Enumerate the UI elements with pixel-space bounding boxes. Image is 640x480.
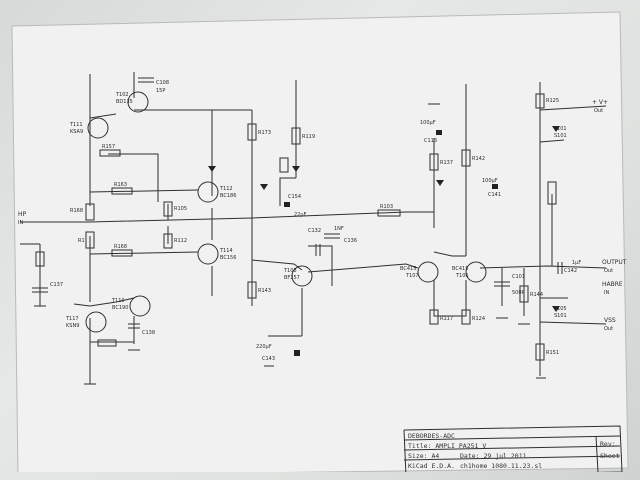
tb-company: DEBORDES-ADC <box>408 432 455 440</box>
label-resistor: R137 <box>440 160 453 166</box>
label-capacitor: C101 <box>512 274 525 280</box>
label-t108-part: BF257 <box>284 275 300 281</box>
label-t112-part: BC186 <box>220 193 236 199</box>
tb-title: Title: AMPLI PA251 V <box>408 442 486 450</box>
label-t114: T114 <box>219 248 233 254</box>
label-t101-part: S101 <box>554 133 567 139</box>
tb-size: Size: A4 <box>408 452 439 460</box>
label-t110: T110 <box>111 298 125 304</box>
component-labels: T111 KSA9 T102 BD135 T112 BC186 T114 BC1… <box>50 80 581 362</box>
port-habre: HABRE <box>602 281 623 288</box>
label-resistor: R157 <box>102 144 115 150</box>
port-vss: VSS <box>604 317 616 324</box>
label-value: 1µF <box>572 260 581 266</box>
port-output-dir: Out <box>604 268 613 274</box>
port-habre-dir: IN <box>604 290 609 296</box>
label-capacitor: C141 <box>488 192 501 198</box>
label-resistor: R117 <box>440 316 453 322</box>
port-output: OUTPUT <box>602 259 627 266</box>
label-t102-part: BD135 <box>116 99 133 105</box>
port-vplus: + V+ <box>592 99 608 106</box>
label-capacitor: C142 <box>564 268 577 274</box>
label-resistor: R112 <box>174 238 187 244</box>
paper <box>11 11 629 472</box>
label-value: 500P <box>512 290 525 296</box>
label-resistor: R124 <box>472 316 485 322</box>
label-value: 1NF <box>334 226 344 232</box>
label-t117-part: KSN9 <box>66 323 79 329</box>
port-hp: HP <box>18 211 27 218</box>
label-resistor: R173 <box>258 130 271 136</box>
label-t106-part: BC415 <box>452 266 468 272</box>
port-labels: HP IN + V+ Out OUTPUT Out HABRE IN VSS O… <box>18 99 627 332</box>
label-value: 100µF <box>482 178 498 184</box>
label-capacitor: C136 <box>344 238 357 244</box>
label-t112: T112 <box>219 186 233 192</box>
tb-sheet: Sheet: <box>600 452 623 460</box>
label-t101: T101 <box>553 126 567 132</box>
label-capacitor: C108 <box>156 80 169 86</box>
ground-symbols <box>34 103 546 385</box>
transistor-symbols <box>85 91 487 333</box>
title-block: DEBORDES-ADC Title: AMPLI PA251 V Size: … <box>403 425 623 472</box>
label-value: 15P <box>156 88 165 94</box>
label-t114-part: BC156 <box>220 255 236 261</box>
label-resistor: R1 <box>78 238 85 244</box>
label-value: 22µF <box>294 212 307 218</box>
circuit <box>20 72 607 384</box>
label-capacitor: C138 <box>142 330 155 336</box>
tb-date: Date: 29 jul 2011 <box>460 452 527 460</box>
passive-parts <box>32 77 563 361</box>
tb-kicad: KiCad E.D.A. <box>408 462 455 470</box>
label-t111-part: KSA9 <box>70 129 83 135</box>
label-capacitor: C137 <box>50 282 63 288</box>
label-t106: T106 <box>455 273 469 279</box>
label-t107: T107 <box>405 273 419 279</box>
label-t111: T111 <box>69 122 83 128</box>
tb-file: ch1home 1080.11.23.sl <box>460 462 542 470</box>
label-capacitor: C143 <box>262 356 275 362</box>
label-resistor: R105 <box>174 206 187 212</box>
port-vplus-dir: Out <box>594 108 603 114</box>
label-t105: T105 <box>553 306 567 312</box>
label-resistor: R125 <box>546 98 559 104</box>
label-resistor: R103 <box>380 204 393 210</box>
label-resistor: R168 <box>70 208 83 214</box>
label-capacitor: C132 <box>308 228 321 234</box>
label-value: 100µF <box>420 120 436 126</box>
label-t110-part: BC190 <box>112 305 128 311</box>
label-t105-part: S101 <box>554 313 567 319</box>
port-vss-dir: Out <box>604 326 613 332</box>
label-capacitor: C154 <box>288 194 301 200</box>
label-t107-part: BC415 <box>400 266 416 272</box>
label-resistor: R163 <box>114 182 127 188</box>
label-resistor: R119 <box>302 134 315 140</box>
label-t108: T108 <box>283 268 297 274</box>
label-value: 220µF <box>256 344 272 350</box>
label-resistor: R144 <box>530 292 543 298</box>
label-t117: T117 <box>65 316 79 322</box>
label-resistor: R142 <box>472 156 485 162</box>
tb-rev: Rev: <box>600 440 616 448</box>
label-capacitor: C113 <box>424 138 437 144</box>
label-resistor: R143 <box>258 288 271 294</box>
label-t102: T102 <box>115 92 129 98</box>
port-hp-dir: IN <box>18 220 23 226</box>
schematic-sheet: T111 KSA9 T102 BD135 T112 BC186 T114 BC1… <box>11 11 629 472</box>
label-resistor: R151 <box>546 350 559 356</box>
label-resistor: R168 <box>114 244 127 250</box>
